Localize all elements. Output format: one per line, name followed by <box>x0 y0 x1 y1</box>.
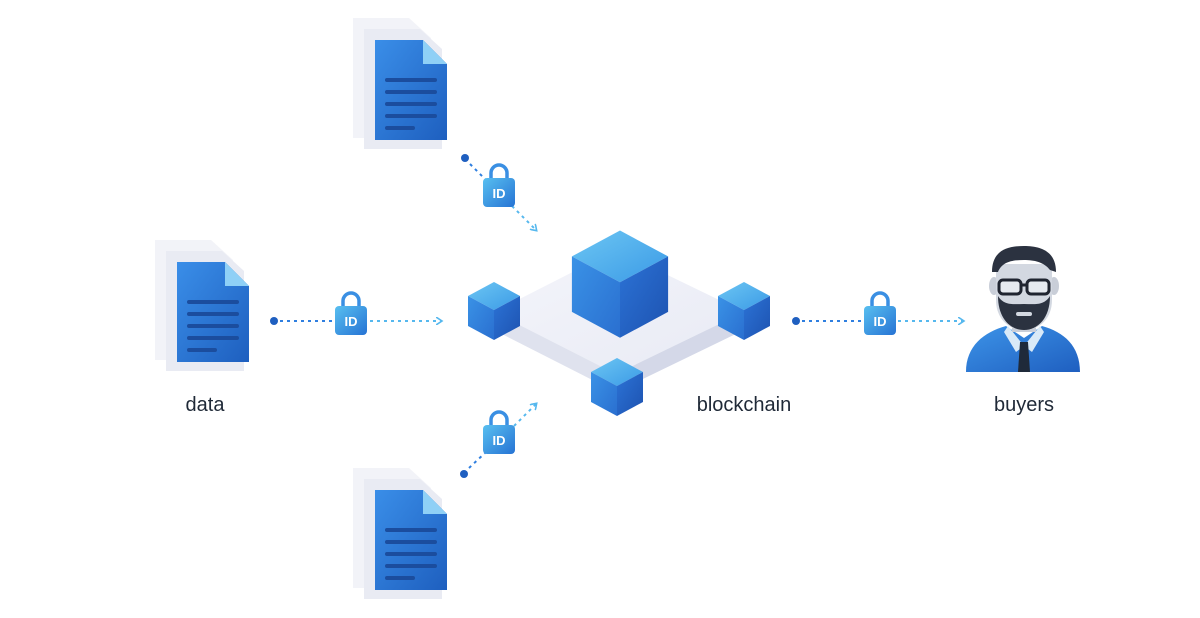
lock-id-text: ID <box>345 314 358 329</box>
buyers-label: buyers <box>993 394 1055 416</box>
lock-id-icon: ID <box>481 163 517 209</box>
document-icon <box>353 18 447 149</box>
lock-id-icon: ID <box>333 291 369 337</box>
document-icon <box>353 468 447 599</box>
connector-right <box>792 317 963 325</box>
buyer-avatar-icon <box>966 246 1080 372</box>
connector-top <box>461 154 536 230</box>
connector-bottom <box>460 404 536 478</box>
blockchain-label: blockchain <box>696 394 792 416</box>
document-icon <box>155 240 249 371</box>
lock-id-text: ID <box>874 314 887 329</box>
data-label: data <box>185 394 225 416</box>
lock-id-icon: ID <box>481 410 517 456</box>
lock-id-text: ID <box>493 433 506 448</box>
connector-left <box>270 317 441 325</box>
lock-id-icon: ID <box>862 291 898 337</box>
lock-id-text: ID <box>493 186 506 201</box>
